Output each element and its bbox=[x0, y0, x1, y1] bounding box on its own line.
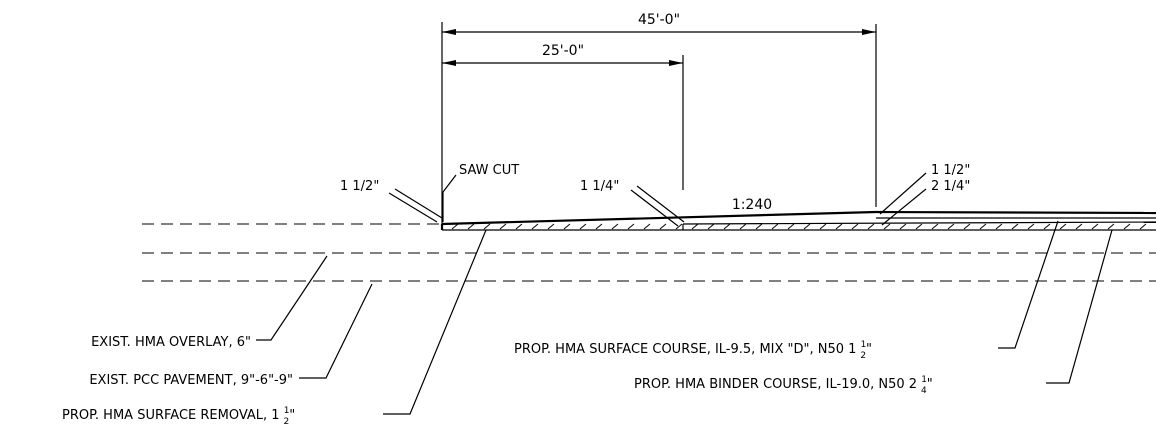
right-depth-bottom-text: 2 1/4" bbox=[931, 179, 970, 194]
hatch-stroke bbox=[531, 223, 539, 230]
mid-depth-text: 1 1/4" bbox=[580, 179, 619, 194]
hatch-stroke bbox=[1091, 223, 1099, 230]
slope-label: 1:240 bbox=[732, 197, 772, 213]
hatch-stroke bbox=[563, 223, 571, 230]
dimension-25ft-text: 25'-0" bbox=[542, 43, 584, 59]
callout-mid-depth: 1 1/4" bbox=[580, 179, 685, 227]
hatch-stroke bbox=[499, 223, 507, 230]
callout-right-depths: 1 1/2" 2 1/4" bbox=[879, 163, 970, 226]
arrow-25ft-left bbox=[442, 60, 456, 66]
dimension-45ft: 45'-0" bbox=[441, 12, 877, 226]
callout-saw-cut: SAW CUT bbox=[442, 163, 519, 222]
hatch-stroke bbox=[851, 223, 859, 230]
hatch-stroke bbox=[755, 223, 763, 230]
milled-layer-hatching bbox=[451, 223, 1147, 230]
hatch-stroke bbox=[547, 223, 555, 230]
leader-prop-surface-course: PROP. HMA SURFACE COURSE, IL-9.5, MIX "D… bbox=[514, 220, 1059, 361]
prop-surface-course-label: PROP. HMA SURFACE COURSE, IL-9.5, MIX "D… bbox=[514, 340, 872, 361]
hatch-stroke bbox=[931, 223, 939, 230]
leader-prop-binder-course: PROP. HMA BINDER COURSE, IL-19.0, N50 2 … bbox=[634, 229, 1113, 396]
leader-exist-pcc-pavement: EXIST. PCC PAVEMENT, 9"-6"-9" bbox=[89, 283, 373, 388]
hatch-stroke bbox=[579, 223, 587, 230]
arrow-45ft-left bbox=[442, 29, 456, 35]
hatch-stroke bbox=[691, 223, 699, 230]
hatch-stroke bbox=[995, 223, 1003, 230]
saw-cut-text: SAW CUT bbox=[459, 163, 519, 178]
hatch-stroke bbox=[467, 223, 475, 230]
hatch-stroke bbox=[883, 223, 891, 230]
hatch-stroke bbox=[1123, 223, 1131, 230]
binder-top-line bbox=[682, 221, 1156, 225]
proposed-surface bbox=[875, 210, 1156, 215]
hatch-stroke bbox=[771, 223, 779, 230]
hatch-stroke bbox=[803, 223, 811, 230]
hatch-stroke bbox=[515, 223, 523, 230]
dimension-45ft-text: 45'-0" bbox=[638, 12, 680, 28]
hatch-stroke bbox=[1059, 223, 1067, 230]
hatch-stroke bbox=[1139, 223, 1147, 230]
hatch-stroke bbox=[595, 223, 603, 230]
hatch-stroke bbox=[611, 223, 619, 230]
hatch-stroke bbox=[739, 223, 747, 230]
milled-layer bbox=[440, 221, 1156, 231]
hatch-stroke bbox=[643, 223, 651, 230]
hatch-stroke bbox=[787, 223, 795, 230]
right-depth-top-text: 1 1/2" bbox=[931, 163, 970, 178]
hatch-stroke bbox=[819, 223, 827, 230]
hatch-stroke bbox=[483, 223, 491, 230]
hatch-stroke bbox=[675, 223, 683, 230]
hatch-stroke bbox=[1075, 223, 1083, 230]
hatch-stroke bbox=[723, 223, 731, 230]
hatch-stroke bbox=[963, 223, 971, 230]
arrow-25ft-right bbox=[669, 60, 683, 66]
hatch-stroke bbox=[915, 223, 923, 230]
hatch-stroke bbox=[1027, 223, 1035, 230]
arrow-45ft-right bbox=[862, 29, 876, 35]
callout-left-depth: 1 1/2" bbox=[340, 179, 443, 223]
hatch-stroke bbox=[659, 223, 667, 230]
hatch-stroke bbox=[979, 223, 987, 230]
hatch-stroke bbox=[451, 223, 459, 230]
hatch-stroke bbox=[835, 223, 843, 230]
hatch-stroke bbox=[1107, 223, 1115, 230]
exist-hma-overlay-label: EXIST. HMA OVERLAY, 6" bbox=[91, 335, 251, 350]
hatch-stroke bbox=[1011, 223, 1019, 230]
hatch-stroke bbox=[1043, 223, 1051, 230]
leader-exist-hma-overlay: EXIST. HMA OVERLAY, 6" bbox=[91, 255, 328, 350]
proposed-surface-taper bbox=[441, 210, 877, 226]
hatch-stroke bbox=[627, 223, 635, 230]
hatch-stroke bbox=[867, 223, 875, 230]
left-depth-text: 1 1/2" bbox=[340, 179, 379, 194]
prop-binder-course-label: PROP. HMA BINDER COURSE, IL-19.0, N50 2 … bbox=[634, 375, 933, 396]
exist-pcc-pavement-label: EXIST. PCC PAVEMENT, 9"-6"-9" bbox=[89, 373, 293, 388]
hatch-stroke bbox=[707, 223, 715, 230]
hatch-stroke bbox=[899, 223, 907, 230]
hatch-stroke bbox=[947, 223, 955, 230]
dimension-25ft: 25'-0" bbox=[442, 43, 684, 190]
